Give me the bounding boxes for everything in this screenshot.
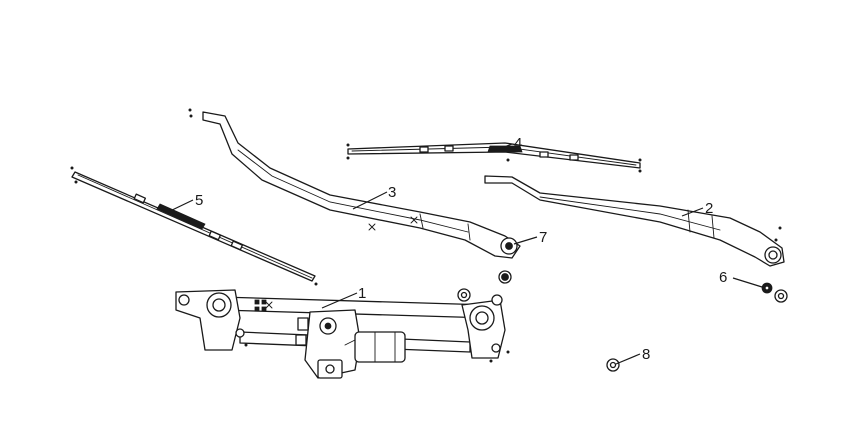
callout-8: 8 <box>642 346 650 363</box>
nut-7 <box>498 270 512 284</box>
wiper-blade-upper <box>346 142 642 173</box>
callout-2: 2 <box>705 200 713 217</box>
callout-3: 3 <box>388 184 396 201</box>
nut-6 <box>761 282 773 294</box>
wiper-motor-linkage <box>175 289 510 379</box>
callout-7: 7 <box>539 229 547 246</box>
callout-4: 4 <box>514 135 522 152</box>
callout-5: 5 <box>195 192 203 209</box>
wiper-arm-right <box>484 175 785 267</box>
nut-8 <box>606 358 620 372</box>
wiper-arm-left <box>188 108 521 259</box>
leader-lines <box>167 143 763 365</box>
callout-1: 1 <box>358 285 366 302</box>
wiper-blade-left <box>70 166 318 286</box>
washer-right <box>774 289 788 303</box>
callouts: 1 2 3 4 5 6 7 8 <box>195 135 727 363</box>
washer-center <box>457 288 471 302</box>
callout-6: 6 <box>719 269 727 286</box>
